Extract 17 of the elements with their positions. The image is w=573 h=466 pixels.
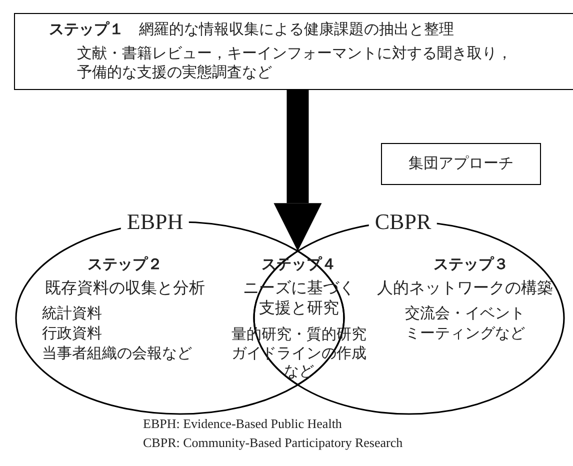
step-heading: ステップ３ bbox=[434, 255, 508, 274]
step-title: 人的ネットワークの構築 bbox=[377, 278, 553, 298]
step-title: 既存資料の収集と分析 bbox=[45, 278, 205, 298]
abbreviation-note: CBPR: Community-Based Participatory Research bbox=[143, 435, 403, 452]
list-item: 当事者組織の会報など bbox=[42, 344, 192, 363]
abbreviation-note: EBPH: Evidence-Based Public Health bbox=[143, 416, 342, 432]
step-description: 文献・書籍レビュー，キーインフォーマントに対する聞き取り，予備的な支援の実態調査など bbox=[77, 44, 513, 82]
list-item: 行政資料 bbox=[42, 324, 102, 343]
box-label: 集団アプローチ bbox=[408, 154, 514, 173]
label-box bbox=[381, 143, 541, 185]
step-box bbox=[14, 13, 573, 90]
list-item: ミーティングなど bbox=[405, 324, 525, 343]
step-heading: ステップ２ bbox=[88, 255, 162, 274]
step-heading: ステップ１ 網羅的な情報収集による健康課題の抽出と整理 bbox=[49, 20, 454, 39]
arrow bbox=[274, 90, 322, 252]
list-item: 交流会・イベント bbox=[405, 304, 525, 323]
list-item: 統計資料 bbox=[42, 304, 102, 323]
